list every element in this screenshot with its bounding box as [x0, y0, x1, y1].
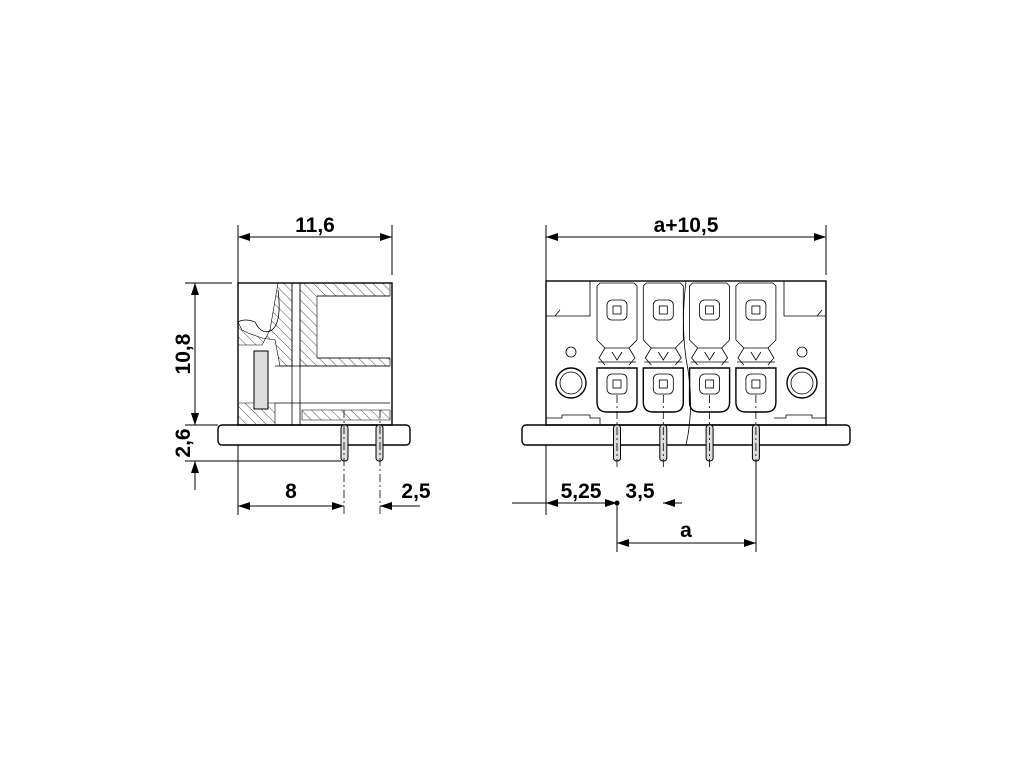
latch — [253, 350, 269, 410]
width-label: 11,6 — [295, 214, 335, 237]
push-button — [642, 282, 684, 349]
dimension-pin-offset: 8 — [237, 445, 344, 515]
dimension-total-width: a+10,5 — [545, 214, 827, 281]
wire-entry — [688, 367, 731, 413]
mounting-hole — [555, 367, 587, 399]
release-slot — [606, 299, 628, 321]
terminal-positions — [596, 282, 777, 470]
pin-spacing-label: 2,5 — [401, 480, 431, 503]
wire-entry — [642, 367, 684, 413]
release-slot — [699, 299, 720, 321]
dimension-pitch: 3,5 — [625, 480, 682, 507]
total-width-label: a+10,5 — [654, 214, 719, 237]
mounting-hole — [786, 367, 818, 399]
side-housing — [237, 282, 393, 426]
wire-entry — [735, 367, 777, 413]
pitch-label: 3,5 — [625, 480, 655, 503]
height-label: 10,8 — [172, 333, 195, 374]
side-view: 11,6 10,8 2,6 8 2,5 — [172, 214, 431, 515]
dimension-edge-offset: 5,25 — [512, 445, 620, 515]
wire-opening — [699, 373, 720, 395]
pin-offset-label: 8 — [285, 480, 297, 503]
pcb-board — [521, 424, 851, 446]
wire-opening — [606, 373, 628, 395]
dimension-pin-length: 2,6 — [172, 400, 341, 490]
push-button — [596, 282, 638, 349]
dimension-pin-spacing: 2,5 — [380, 480, 431, 510]
pin — [375, 424, 384, 462]
wire-opening — [652, 373, 674, 395]
pin — [340, 424, 349, 462]
push-button — [735, 282, 777, 349]
wire-entry — [596, 367, 638, 413]
dimension-width: 11,6 — [237, 214, 393, 283]
edge-offset-label: 5,25 — [561, 480, 602, 503]
wire-opening — [745, 373, 767, 395]
span-label: a — [680, 519, 692, 542]
release-slot — [745, 299, 767, 321]
dimension-height: 10,8 — [172, 282, 232, 426]
pin-length-label: 2,6 — [172, 428, 195, 457]
dimension-span: a — [616, 460, 757, 552]
release-slot — [652, 299, 674, 321]
front-view: a+10,5 5,25 3,5 a — [512, 214, 851, 552]
push-button — [689, 282, 730, 349]
side-pins — [340, 410, 384, 515]
